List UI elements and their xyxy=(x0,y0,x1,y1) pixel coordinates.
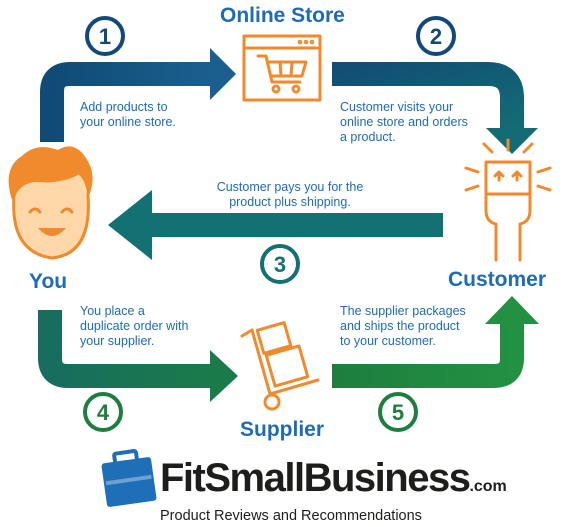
brand-tagline: Product Reviews and Recommendations xyxy=(160,508,422,524)
customer-label: Customer xyxy=(448,268,547,291)
step-number-1-text: 1 xyxy=(99,24,111,49)
arrow-step-4 xyxy=(38,310,238,402)
step-number-5-text: 5 xyxy=(392,400,404,425)
step-3-line-1: Customer pays you for the xyxy=(216,180,364,194)
step-3-line-2: product plus shipping. xyxy=(229,195,351,209)
brand-name: FitSmallBusiness.com xyxy=(160,458,507,507)
step-number-4-text: 4 xyxy=(97,400,110,425)
step-3-description: Customer pays you for the product plus s… xyxy=(190,180,390,210)
supplier-label: Supplier xyxy=(240,418,325,441)
online-store-label: Online Store xyxy=(220,4,345,27)
brand-name-suffix: .com xyxy=(469,478,507,495)
step-4-line-1: You place a xyxy=(80,304,145,318)
step-4-line-2: duplicate order with xyxy=(80,319,189,333)
step-2-line-1: Customer visits your xyxy=(340,100,454,114)
step-1-line-1: Add products to xyxy=(80,100,168,114)
step-4-description: You place a duplicate order with your su… xyxy=(80,304,188,349)
step-2-description: Customer visits your online store and or… xyxy=(340,100,468,145)
step-number-2: 2 xyxy=(416,16,456,56)
step-number-4: 4 xyxy=(83,392,123,432)
step-number-1: 1 xyxy=(85,16,125,56)
customer-hand-box-icon xyxy=(464,138,552,262)
step-5-line-2: and ships the product xyxy=(340,319,460,333)
arrow-step-2 xyxy=(332,62,538,154)
brand-name-main: FitSmallBusiness xyxy=(160,456,471,500)
step-5-line-1: The supplier packages xyxy=(340,304,466,318)
you-avatar-icon xyxy=(8,146,93,260)
step-1-description: Add products to your online store. xyxy=(80,100,176,130)
fitsmallbusiness-briefcase-logo xyxy=(101,449,157,507)
step-2-line-2: online store and orders xyxy=(340,115,468,129)
you-label: You xyxy=(29,270,68,293)
step-5-line-3: to your customer. xyxy=(340,334,436,348)
brand-block: FitSmallBusiness.com Product Reviews and… xyxy=(160,458,507,524)
arrow-step-5 xyxy=(332,296,539,388)
arrow-step-1 xyxy=(40,48,236,142)
step-number-3: 3 xyxy=(260,244,300,284)
step-number-5: 5 xyxy=(378,392,418,432)
arrow-step-3 xyxy=(108,190,443,260)
step-5-description: The supplier packages and ships the prod… xyxy=(340,304,466,349)
step-4-line-3: your supplier. xyxy=(80,334,155,348)
step-2-line-3: a product. xyxy=(340,130,396,144)
step-number-2-text: 2 xyxy=(430,24,442,49)
step-1-line-2: your online store. xyxy=(80,115,176,129)
supplier-hand-truck-icon xyxy=(240,321,320,411)
online-store-cart-icon xyxy=(242,34,322,102)
step-number-3-text: 3 xyxy=(274,252,286,277)
